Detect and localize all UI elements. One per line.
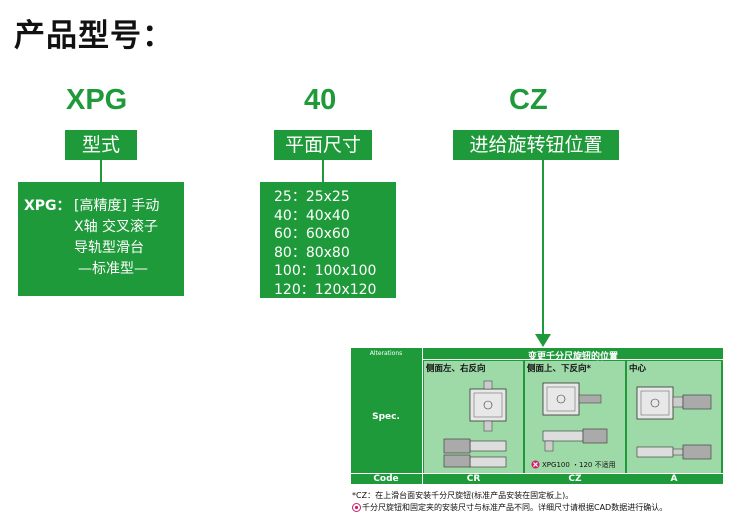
arrow-down-icon xyxy=(535,334,551,347)
footnote: 千分尺旋钮和固定夹的安装尺寸与标准产品不同。详细尺寸请根据CAD数据进行确认。 xyxy=(362,503,668,512)
label-size: 平面尺寸 xyxy=(274,130,372,160)
size-item: 25：25x25 xyxy=(274,189,350,205)
size-item: 60：60x60 xyxy=(274,226,350,242)
option-title: 侧面上、下反向* xyxy=(527,364,591,374)
size-item: 80：80x80 xyxy=(274,244,350,261)
spec-label: Spec. xyxy=(372,412,400,422)
table-header: 变更千分尺旋钮的位置 xyxy=(527,352,618,362)
column-divider xyxy=(422,348,423,484)
type-line: X轴 交叉滚子 xyxy=(74,219,159,235)
option-code: CZ xyxy=(568,474,582,484)
connector-knob-position xyxy=(542,160,544,338)
connector-size xyxy=(322,160,324,182)
size-list-box: 25：25x25 40：40x40 60：60x60 80：80x80 100：… xyxy=(260,182,396,298)
option-panel-cr: 侧面左、右反向 xyxy=(424,361,523,473)
label-knob-position: 进给旋转钮位置 xyxy=(453,130,619,160)
type-prefix: XPG： xyxy=(24,198,71,214)
type-line: 导轨型滑台 xyxy=(74,240,144,256)
code-label: Code xyxy=(373,474,399,484)
caution-icon xyxy=(352,503,361,512)
alterations-table: Alterations 变更千分尺旋钮的位置 Spec. 侧面左、右反向 侧面上… xyxy=(351,348,723,484)
code-type: XPG xyxy=(66,84,128,116)
row-divider xyxy=(351,473,723,474)
code-size: 40 xyxy=(304,84,337,116)
label-type: 型式 xyxy=(65,130,137,160)
row-divider xyxy=(423,359,723,360)
cr-stage-drawing-icon xyxy=(443,380,507,468)
cz-stage-drawing-icon xyxy=(542,382,608,452)
connector-type xyxy=(100,160,102,182)
size-item: 100：100x100 xyxy=(274,263,377,279)
option-code: A xyxy=(670,474,678,484)
option-panel-cz: 侧面上、下反向* XPG100 ・120 不适用 xyxy=(525,361,625,473)
type-description-box: XPG： [高精度] 手动 X轴 交叉滚子 导轨型滑台 —标准型— xyxy=(18,182,184,296)
alterations-label: Alterations xyxy=(369,350,403,357)
option-code: CR xyxy=(466,474,481,484)
option-title: 侧面左、右反向 xyxy=(426,364,486,374)
footnote: *CZ：在上滑台面安装千分尺旋钮(标准产品安装在固定板上)。 xyxy=(352,491,574,500)
a-stage-drawing-icon xyxy=(636,386,712,460)
option-title: 中心 xyxy=(629,364,647,374)
code-knob-position: CZ xyxy=(509,84,548,116)
size-item: 120：120x120 xyxy=(274,281,377,298)
type-line: —标准型— xyxy=(78,261,148,277)
option-panel-a: 中心 xyxy=(627,361,721,473)
page-title: 产品型号： xyxy=(14,18,174,54)
not-applicable-note: XPG100 ・120 不适用 xyxy=(542,461,616,469)
not-applicable-icon xyxy=(531,460,540,469)
size-item: 40：40x40 xyxy=(274,207,350,224)
type-line: [高精度] 手动 xyxy=(74,198,160,214)
